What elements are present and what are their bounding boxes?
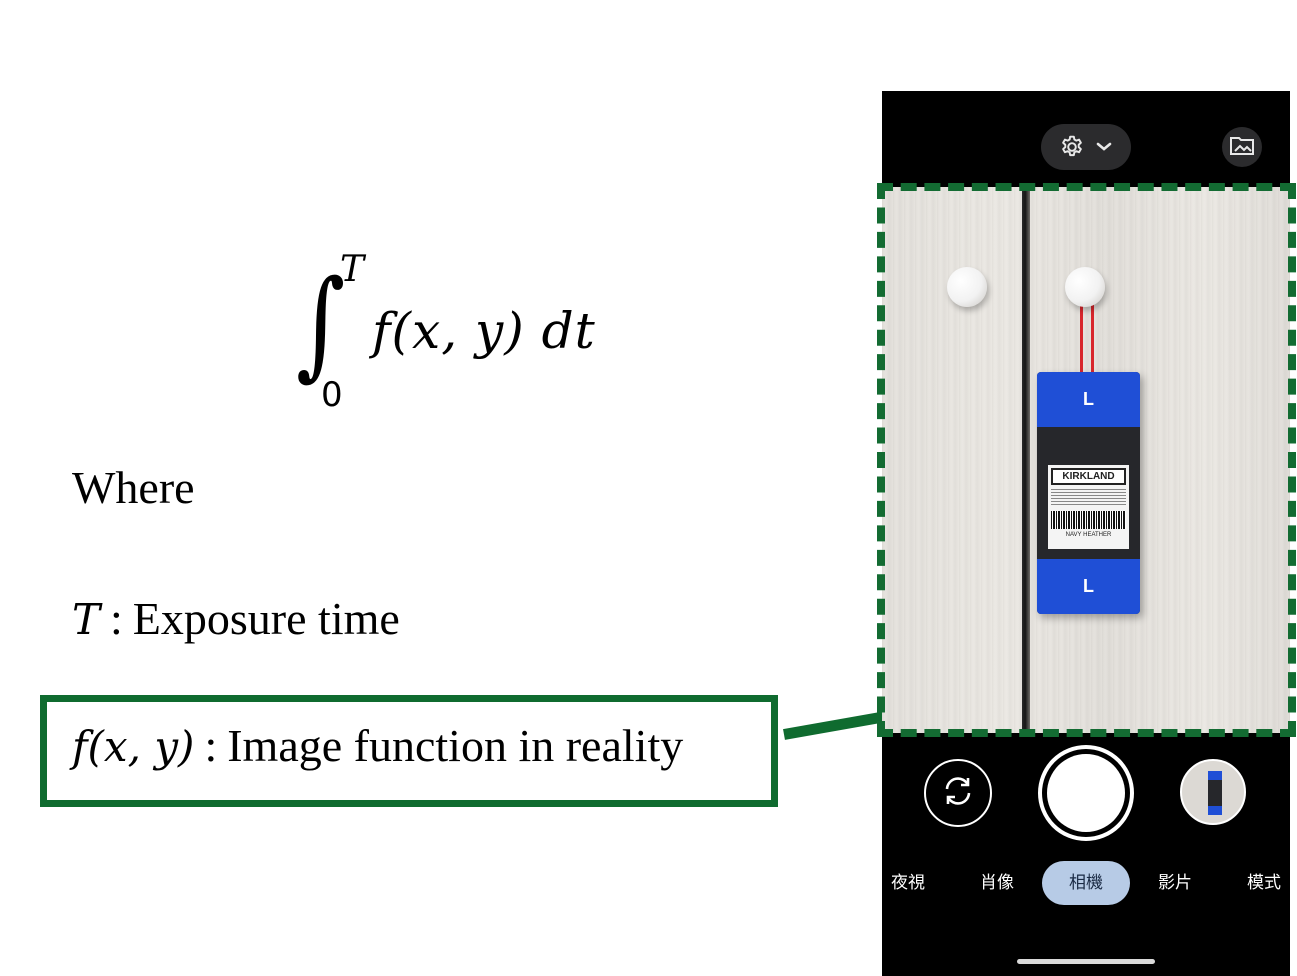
integral-lower-limit: 0	[321, 375, 343, 415]
connector-line	[783, 710, 889, 740]
gallery-folder-icon	[1229, 134, 1255, 161]
mode-camera[interactable]: 相機	[1042, 861, 1130, 905]
gear-icon	[1059, 134, 1085, 160]
thumbnail-tag-image	[1208, 771, 1222, 815]
cabinet-knob-left	[947, 267, 987, 307]
tag-fine-print	[1051, 489, 1126, 505]
phone-camera-screen: L KIRKLAND NAVY HEATHER L 夜視 肖像 相機 影片 模式	[882, 91, 1290, 976]
integrand: f(x, y) dt	[372, 302, 596, 360]
cabinet-knob-right	[1065, 267, 1105, 307]
image-function-symbol: f(x, y)	[72, 722, 195, 771]
switch-camera-icon	[939, 772, 977, 815]
mode-night-sight[interactable]: 夜視	[891, 873, 925, 893]
image-function-highlight-box	[40, 695, 778, 807]
tag-color-name: NAVY HEATHER	[1065, 532, 1112, 538]
where-label: Where	[72, 462, 195, 513]
clothing-tag: L KIRKLAND NAVY HEATHER L	[1037, 372, 1140, 614]
cabinet-door-seam	[1022, 187, 1030, 733]
mode-modes[interactable]: 模式	[1247, 873, 1281, 893]
tag-brand: KIRKLAND	[1051, 468, 1126, 485]
gallery-folder-button[interactable]	[1222, 127, 1262, 167]
tag-label-panel: KIRKLAND NAVY HEATHER	[1048, 465, 1129, 549]
integral-sign: ∫	[296, 254, 346, 392]
exposure-symbol: T	[72, 595, 101, 644]
camera-controls	[882, 741, 1290, 851]
camera-top-bar	[882, 91, 1290, 191]
camera-mode-selector: 夜視 肖像 相機 影片 模式	[882, 861, 1290, 905]
mode-portrait[interactable]: 肖像	[980, 873, 1014, 893]
image-function-separator: :	[204, 720, 218, 771]
chevron-down-icon	[1095, 141, 1113, 153]
last-photo-thumbnail[interactable]	[1180, 759, 1246, 825]
tag-size-top: L	[1037, 372, 1140, 427]
integral-upper-limit: T	[340, 249, 365, 290]
settings-dropdown-button[interactable]	[1041, 124, 1131, 170]
shutter-inner-circle	[1047, 754, 1125, 832]
exposure-definition: T:Exposure time	[72, 596, 400, 642]
mode-video[interactable]: 影片	[1158, 873, 1192, 893]
integral-formula: ∫ T 0 f(x, y) dt	[296, 250, 626, 420]
shutter-button[interactable]	[1038, 745, 1134, 841]
camera-viewfinder[interactable]: L KIRKLAND NAVY HEATHER L	[882, 187, 1290, 733]
tag-barcode	[1051, 511, 1126, 529]
home-indicator[interactable]	[1017, 959, 1155, 964]
tag-size-bottom: L	[1037, 559, 1140, 614]
switch-camera-button[interactable]	[924, 759, 992, 827]
image-function-text: Image function in reality	[227, 720, 684, 771]
exposure-text: Exposure time	[132, 593, 400, 644]
exposure-separator: :	[110, 593, 123, 644]
image-function-definition: f(x, y):Image function in reality	[72, 723, 683, 769]
